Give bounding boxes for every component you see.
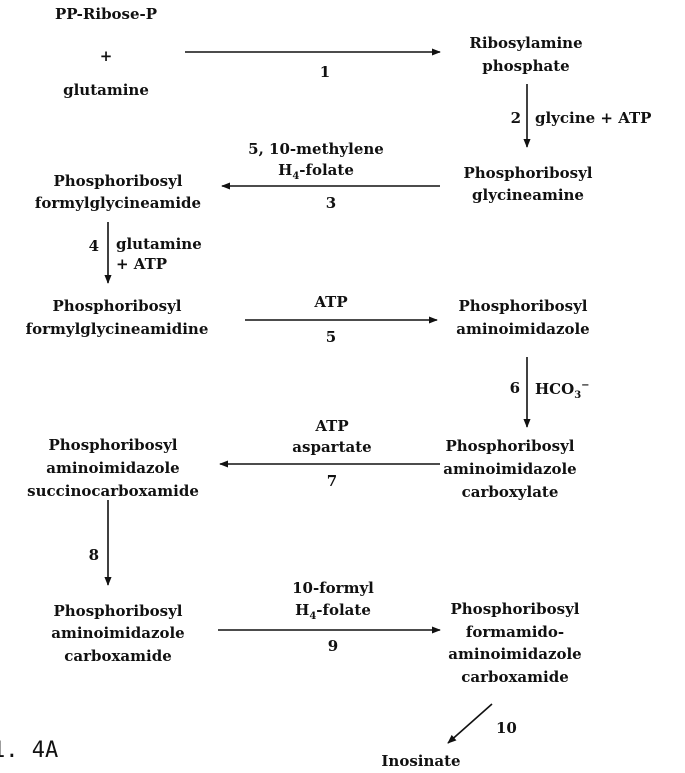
plus-sign: +	[99, 47, 113, 65]
step-number-1: 1	[319, 63, 331, 81]
compound-cair-line2: aminoimidazole	[443, 460, 577, 478]
compound-gar-line1: Phosphoribosyl	[463, 164, 593, 182]
compound-saicar-line2: aminoimidazole	[46, 459, 180, 477]
step-9-cofactor-line2: H4-folate	[295, 600, 371, 627]
step-2-cofactor: glycine + ATP	[535, 109, 652, 127]
step-number-5: 5	[325, 328, 337, 346]
compound-fgam-line1: Phosphoribosyl	[52, 297, 182, 315]
step-number-8: 8	[88, 546, 99, 564]
compound-saicar-line1: Phosphoribosyl	[48, 436, 178, 454]
compound-fgar-line2: formylglycineamide	[34, 194, 202, 212]
step-number-9: 9	[327, 637, 339, 655]
step-6-superscript: −	[581, 380, 590, 391]
compound-aicar-line1: Phosphoribosyl	[53, 602, 183, 620]
step-7-cofactor-line1: ATP	[315, 417, 349, 435]
compound-fgar-line1: Phosphoribosyl	[53, 172, 183, 190]
compound-faicar-line4: carboxamide	[461, 668, 569, 686]
step-6-subscript: 3	[574, 390, 582, 401]
compound-air-line2: aminoimidazole	[456, 320, 590, 338]
compound-ribosylamine-line1: Ribosylamine	[469, 34, 583, 52]
step-3-h-subscript: 4	[292, 171, 300, 182]
step-9-folate: -folate	[316, 601, 371, 619]
compound-fgam-line2: formylglycineamidine	[25, 320, 209, 338]
step-6-hco: HCO	[535, 380, 575, 398]
step-number-7: 7	[326, 472, 338, 490]
arrow-step-10	[447, 703, 493, 744]
compound-aicar-line3: carboxamide	[64, 647, 172, 665]
figure-label: 1. 4A	[0, 738, 59, 763]
step-3-folate: -folate	[299, 161, 354, 179]
compound-inosinate: Inosinate	[381, 752, 461, 770]
compound-saicar-line3: succinocarboxamide	[27, 482, 199, 500]
step-3-cofactor-line1: 5, 10-methylene	[248, 140, 384, 158]
compound-cair-line1: Phosphoribosyl	[445, 437, 575, 455]
step-number-4: 4	[88, 237, 99, 255]
step-number-10: 10	[496, 719, 517, 737]
compound-faicar-line1: Phosphoribosyl	[450, 600, 580, 618]
compound-faicar-line3: aminoimidazole	[448, 645, 582, 663]
compound-air-line1: Phosphoribosyl	[458, 297, 588, 315]
compound-aicar-line2: aminoimidazole	[51, 624, 185, 642]
step-number-2: 2	[510, 109, 521, 127]
step-9-h-subscript: 4	[309, 611, 317, 622]
compound-cair-line3: carboxylate	[461, 483, 559, 501]
step-3-h: H	[278, 161, 293, 179]
step-number-3: 3	[325, 194, 337, 212]
compound-prpp: PP-Ribose-P	[54, 5, 158, 23]
step-5-cofactor: ATP	[314, 293, 348, 311]
step-9-cofactor-line1: 10-formyl	[292, 579, 374, 597]
compound-faicar-line2: formamido-	[465, 623, 565, 641]
step-6-cofactor: HCO3−	[535, 376, 590, 406]
compound-gar-line2: glycineamine	[472, 186, 584, 204]
step-7-cofactor-line2: aspartate	[292, 438, 372, 456]
step-4-cofactor-line2: + ATP	[116, 255, 168, 273]
compound-glutamine: glutamine	[63, 81, 149, 99]
step-9-h: H	[295, 601, 310, 619]
step-4-cofactor-line1: glutamine	[116, 235, 202, 253]
step-number-6: 6	[509, 379, 520, 397]
step-3-cofactor-line2: H4-folate	[278, 160, 354, 187]
compound-ribosylamine-line2: phosphate	[482, 57, 570, 75]
